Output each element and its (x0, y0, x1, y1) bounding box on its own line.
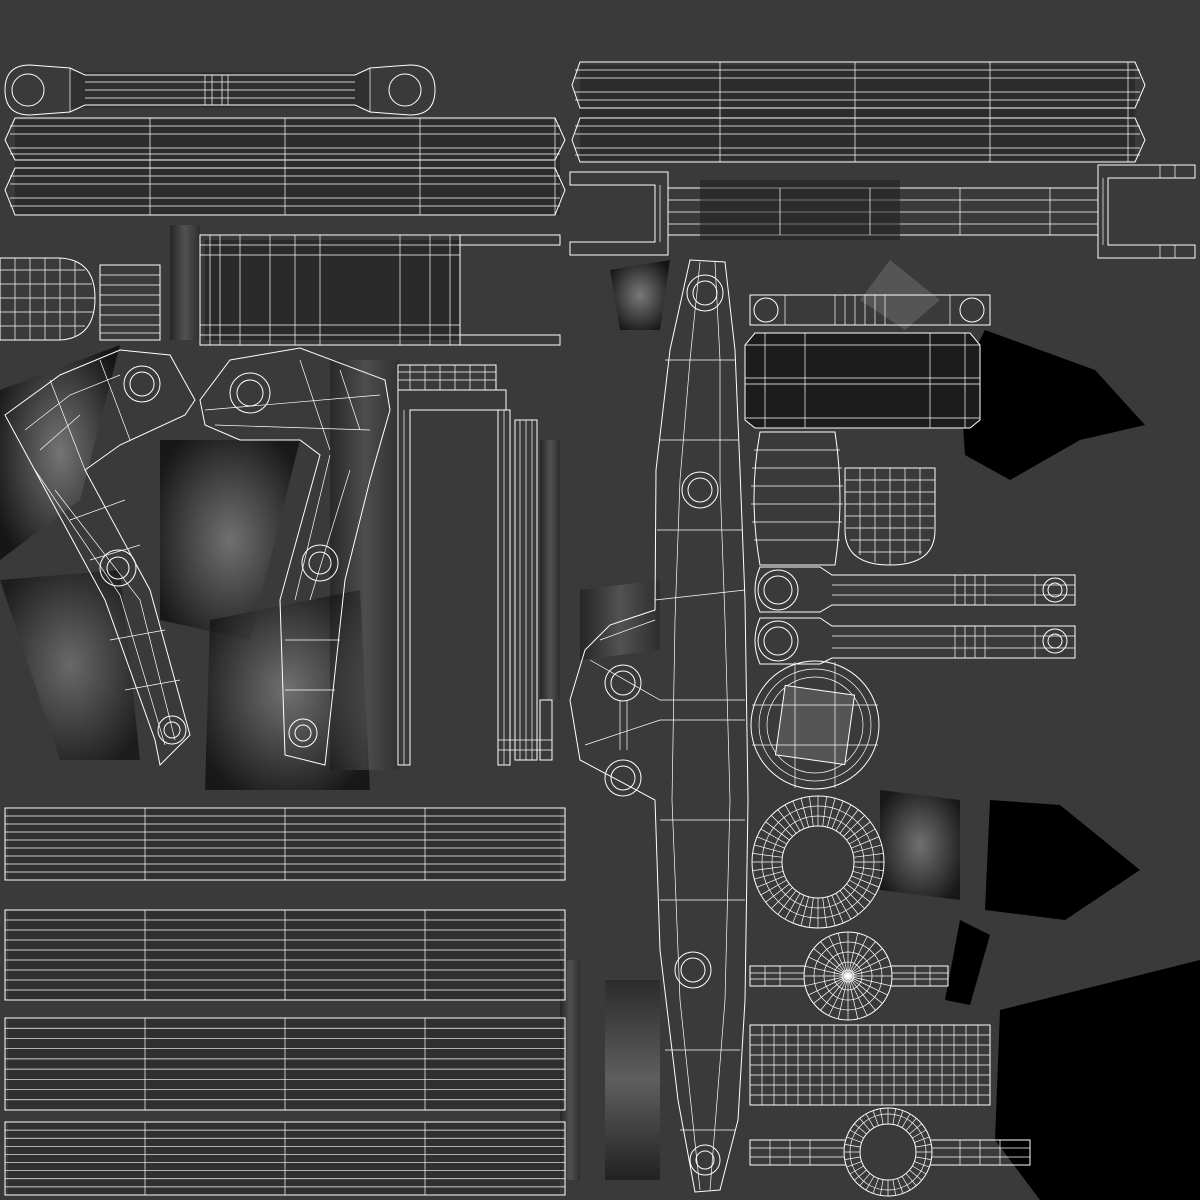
uv-island-rounded-cap-left (0, 257, 96, 341)
uv-island-grid-block-small (99, 264, 161, 341)
uv-island-long-bars-right (571, 61, 1146, 163)
uv-island-link-rod-top (4, 64, 436, 116)
uv-island-vertical-strips (397, 364, 553, 766)
uv-island-small-link (749, 294, 991, 326)
uv-island-tall-lever (569, 259, 749, 1193)
uv-island-rounded-square (750, 660, 880, 790)
uv-island-grid-panel (749, 1024, 991, 1106)
uv-island-bent-arm-left (4, 349, 196, 767)
shadow-regions (0, 225, 1200, 1200)
uv-island-rounded-cap-right (844, 467, 936, 566)
uv-island-ring-axle (749, 1107, 1031, 1197)
uv-island-frame-panel-top (199, 234, 561, 346)
uv-island-dark-block (744, 332, 981, 429)
uv-island-bracket-frame (569, 164, 1196, 259)
uv-island-bottom-plates (4, 807, 566, 1196)
uv-island-donut-large (751, 795, 885, 929)
uv-island-long-bars-left (4, 117, 566, 216)
uv-island-bent-arm-right (199, 347, 391, 766)
uv-island-sphere-axle (749, 931, 949, 1021)
uv-island-rod-ends (754, 566, 1076, 665)
uv-island-barrel (751, 431, 843, 566)
